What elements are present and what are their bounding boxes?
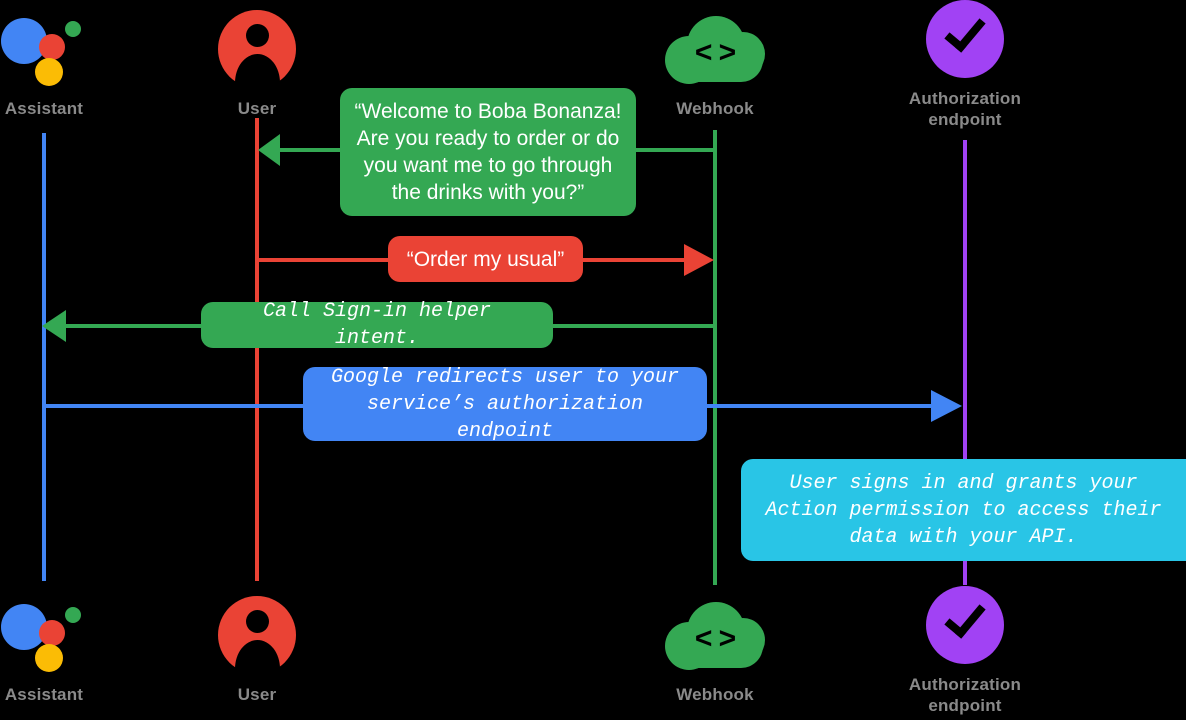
assistant-dot-red-icon: [39, 620, 65, 646]
lifeline-webhook: [713, 130, 717, 585]
message-bubble-signin: Call Sign-in helper intent.: [201, 300, 553, 350]
code-brackets-icon: < >: [694, 622, 736, 655]
user-avatar-body: [234, 640, 280, 676]
lifeline-auth: [963, 140, 967, 585]
actor-label-webhook: Webhook: [676, 99, 754, 118]
actor-label-auth-bottom: Authorization endpoint: [908, 675, 1022, 715]
arrowhead-signin: [42, 310, 66, 342]
actor-label-user-bottom: User: [237, 685, 277, 704]
cloud-code-icon-bottom: < >: [661, 596, 769, 674]
actor-auth-bottom: Authorization endpoint: [865, 586, 1065, 716]
arrowhead-redirect: [931, 390, 962, 422]
lifeline-assistant: [42, 133, 46, 581]
arrowhead-welcome: [258, 134, 280, 166]
message-bubble-redirect: Google redirects user to your service’s …: [303, 366, 707, 443]
user-avatar-icon-bottom: [218, 596, 296, 676]
purple-check-badge-icon-bottom: [926, 586, 1004, 664]
actor-user-top: User: [157, 10, 357, 119]
actor-assistant-top: Assistant: [0, 8, 144, 119]
actor-label-user: User: [237, 99, 277, 118]
assistant-dot-red-icon: [39, 34, 65, 60]
message-bubble-order: “Order my usual”: [388, 236, 583, 282]
arrowhead-order: [684, 244, 714, 276]
message-bubble-welcome: “Welcome to Boba Bonanza! Are you ready …: [340, 88, 636, 216]
cloud-base: [667, 52, 763, 82]
user-avatar-head: [245, 24, 269, 47]
auth-badge-circle: [926, 0, 1004, 78]
google-assistant-logo-icon: [1, 8, 87, 86]
user-avatar-body: [234, 54, 280, 90]
code-brackets-icon: < >: [694, 36, 736, 69]
assistant-dot-yellow-icon: [35, 58, 63, 86]
message-bubble-signs-in: User signs in and grants your Action per…: [741, 459, 1186, 561]
assistant-dot-green-icon: [65, 21, 81, 37]
actor-assistant-bottom: Assistant: [0, 594, 144, 705]
auth-badge-circle: [926, 586, 1004, 664]
actor-label-assistant-bottom: Assistant: [4, 685, 84, 704]
cloud-code-icon: < >: [661, 10, 769, 88]
user-avatar-icon: [218, 10, 296, 90]
assistant-dot-green-icon: [65, 607, 81, 623]
assistant-dot-yellow-icon: [35, 644, 63, 672]
actor-label-webhook-bottom: Webhook: [676, 685, 754, 704]
actor-webhook-top: < > Webhook: [615, 10, 815, 119]
user-avatar-head: [245, 610, 269, 633]
lifeline-user: [255, 118, 259, 581]
actor-user-bottom: User: [157, 596, 357, 705]
actor-webhook-bottom: < > Webhook: [615, 596, 815, 705]
actor-label-auth: Authorization endpoint: [908, 89, 1022, 129]
actor-label-assistant: Assistant: [4, 99, 84, 118]
actor-auth-top: Authorization endpoint: [865, 0, 1065, 130]
google-assistant-logo-icon-bottom: [1, 594, 87, 672]
cloud-base: [667, 638, 763, 668]
purple-check-badge-icon: [926, 0, 1004, 78]
